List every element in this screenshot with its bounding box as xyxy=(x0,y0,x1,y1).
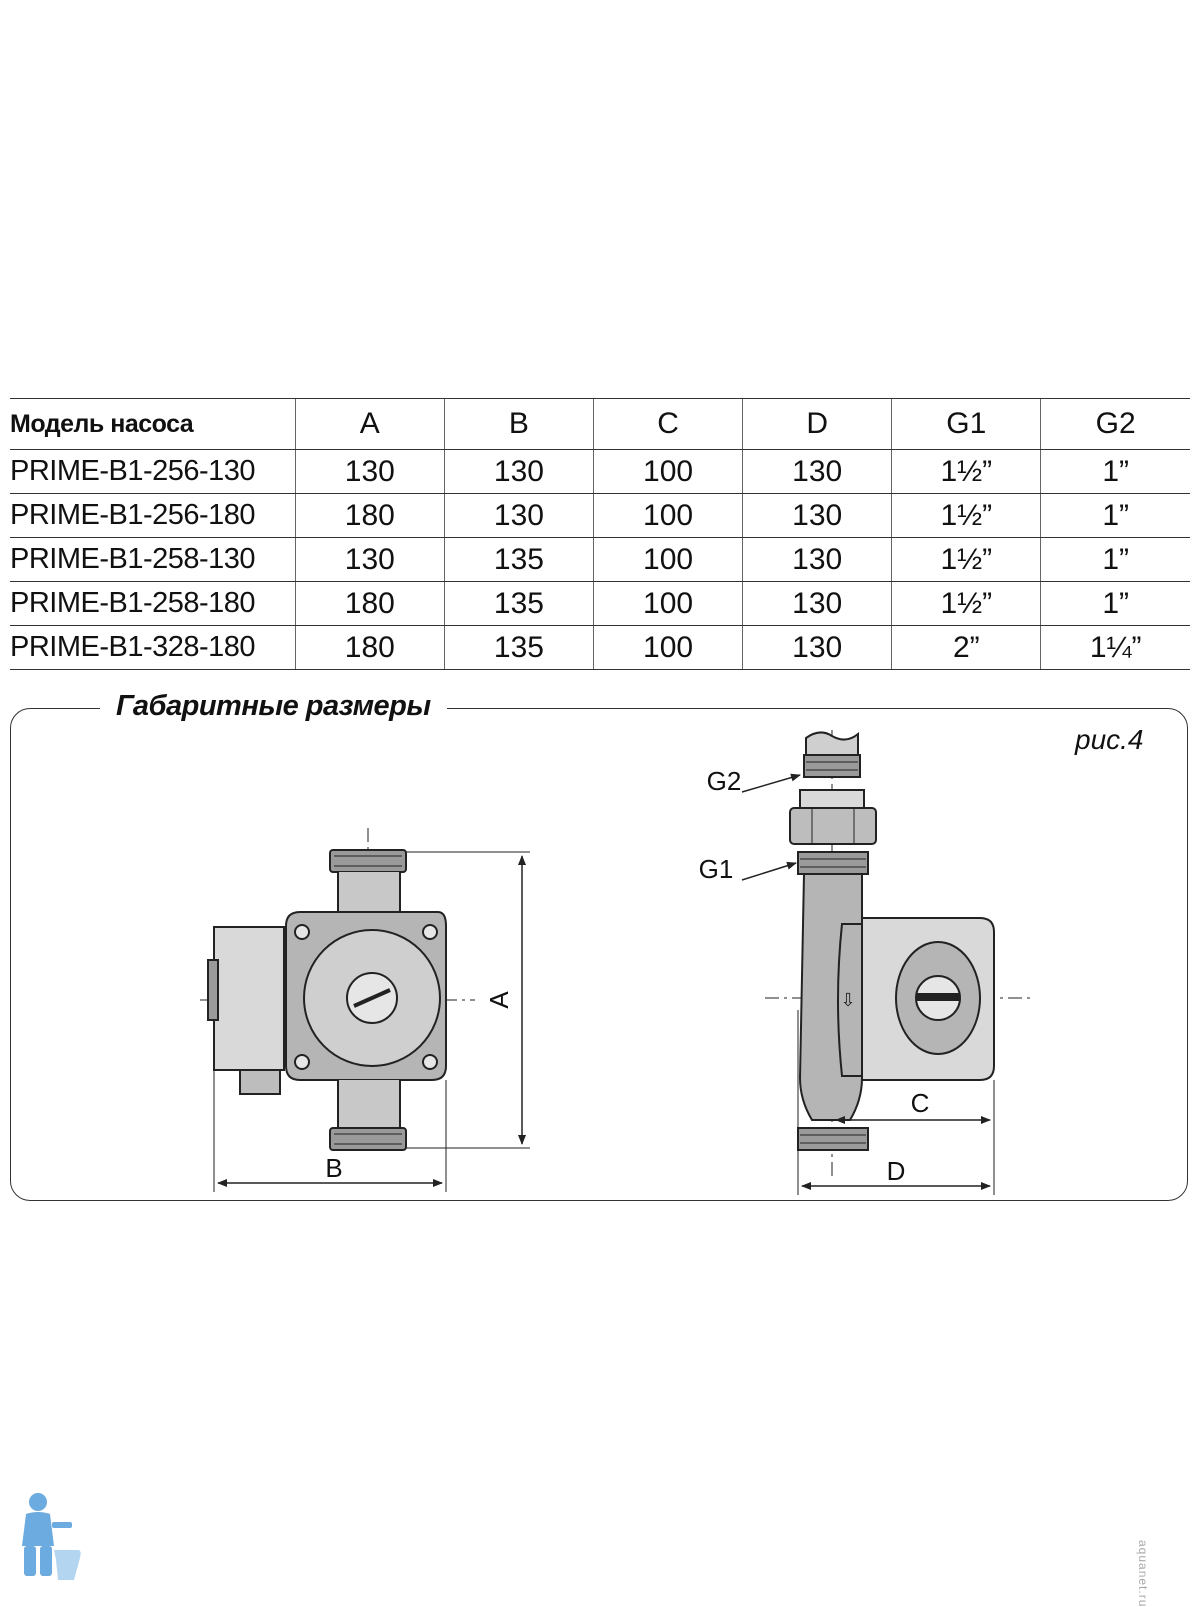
section-title: Габаритные размеры xyxy=(100,690,447,723)
table-header-row: Модель насоса A B C D G1 G2 xyxy=(10,398,1190,450)
header-d: D xyxy=(742,398,892,450)
cell-g2: 1” xyxy=(1040,449,1190,494)
cell-c: 100 xyxy=(592,625,743,670)
header-c: C xyxy=(592,398,743,450)
cell-g2: 1¼” xyxy=(1040,625,1190,670)
cell-model: PRIME-B1-258-180 xyxy=(10,581,296,626)
dimensions-frame xyxy=(10,708,1188,1201)
cell-b: 135 xyxy=(443,625,594,670)
cell-g1: 1½” xyxy=(891,493,1041,538)
header-a: A xyxy=(294,398,445,450)
table-row: PRIME-B1-256-180 180 130 100 130 1½” 1” xyxy=(10,493,1190,538)
cell-a: 130 xyxy=(294,449,445,494)
table-row: PRIME-B1-328-180 180 135 100 130 2” 1¼” xyxy=(10,625,1190,670)
header-g2: G2 xyxy=(1040,398,1190,450)
cell-g1: 1½” xyxy=(891,449,1041,494)
cell-c: 100 xyxy=(592,493,743,538)
cell-a: 180 xyxy=(294,493,445,538)
cell-c: 100 xyxy=(592,581,743,626)
header-b: B xyxy=(443,398,594,450)
cell-b: 130 xyxy=(443,449,594,494)
cell-d: 130 xyxy=(742,493,892,538)
cell-d: 130 xyxy=(742,581,892,626)
side-watermark: aquanet.ru xyxy=(1136,1540,1150,1607)
cell-model: PRIME-B1-256-180 xyxy=(10,493,296,538)
cell-b: 135 xyxy=(443,581,594,626)
table-row: PRIME-B1-258-180 180 135 100 130 1½” 1” xyxy=(10,581,1190,626)
cell-a: 130 xyxy=(294,537,445,582)
table-row: PRIME-B1-256-130 130 130 100 130 1½” 1” xyxy=(10,449,1190,494)
cell-model: PRIME-B1-256-130 xyxy=(10,449,296,494)
pump-spec-table: Модель насоса A B C D G1 G2 PRIME-B1-256… xyxy=(10,398,1190,670)
cell-g2: 1” xyxy=(1040,537,1190,582)
cell-d: 130 xyxy=(742,625,892,670)
cell-b: 130 xyxy=(443,493,594,538)
cell-a: 180 xyxy=(294,625,445,670)
header-g1: G1 xyxy=(891,398,1041,450)
figure-caption: рис.4 xyxy=(1075,724,1144,755)
cell-d: 130 xyxy=(742,449,892,494)
cell-model: PRIME-B1-258-130 xyxy=(10,537,296,582)
header-model: Модель насоса xyxy=(10,398,296,450)
cell-a: 180 xyxy=(294,581,445,626)
cell-g2: 1” xyxy=(1040,581,1190,626)
cell-g1: 1½” xyxy=(891,537,1041,582)
cell-g1: 1½” xyxy=(891,581,1041,626)
cell-b: 135 xyxy=(443,537,594,582)
cell-d: 130 xyxy=(742,537,892,582)
table-row: PRIME-B1-258-130 130 135 100 130 1½” 1” xyxy=(10,537,1190,582)
cell-g1: 2” xyxy=(891,625,1041,670)
cell-c: 100 xyxy=(592,537,743,582)
cell-model: PRIME-B1-328-180 xyxy=(10,625,296,670)
plumber-logo-icon xyxy=(22,1493,81,1580)
cell-c: 100 xyxy=(592,449,743,494)
cell-g2: 1” xyxy=(1040,493,1190,538)
